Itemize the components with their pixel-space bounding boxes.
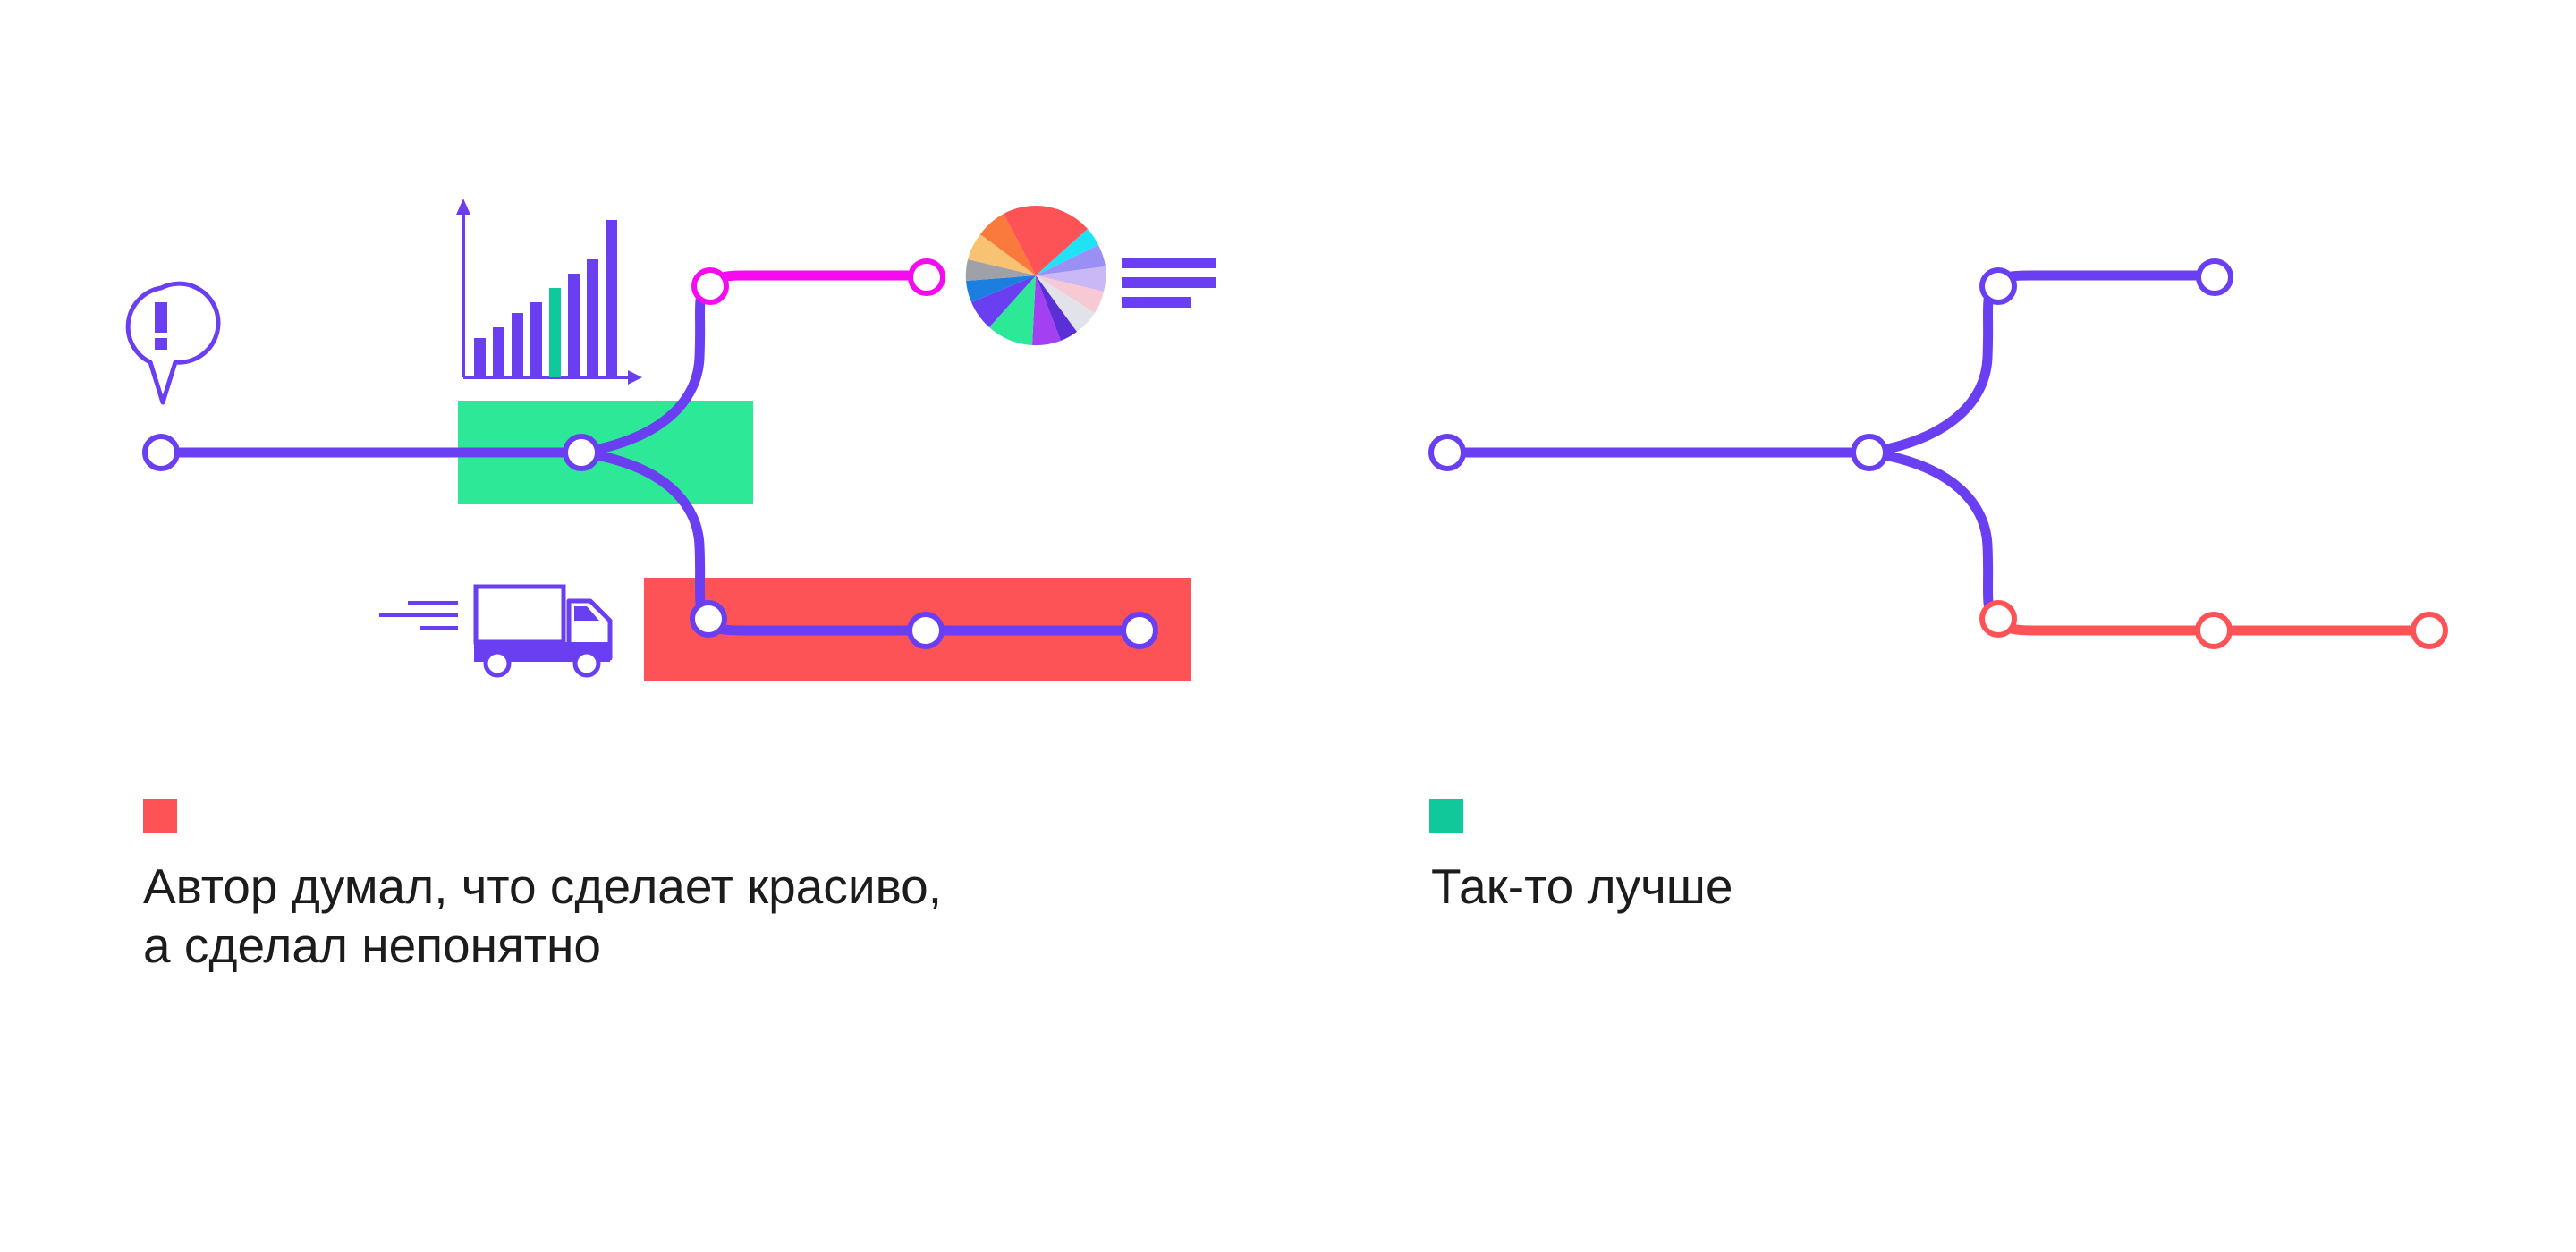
lower-branch-line bbox=[1864, 447, 1996, 622]
pie-chart-icon bbox=[965, 206, 1106, 346]
node-lower-3 bbox=[1121, 612, 1158, 649]
node-start bbox=[142, 434, 180, 471]
left-diagram bbox=[125, 199, 1216, 681]
good-example-marker bbox=[1429, 799, 1463, 833]
node-lower-1 bbox=[690, 600, 727, 638]
node-upper-1 bbox=[1979, 267, 2017, 305]
delivery-truck-icon bbox=[379, 584, 613, 678]
upper-branch-highlighted-line bbox=[706, 270, 925, 290]
text-lines-icon bbox=[1122, 258, 1216, 308]
node-lower-1 bbox=[1979, 600, 2017, 638]
node-junction bbox=[1851, 434, 1888, 471]
node-upper-2 bbox=[908, 258, 945, 296]
bad-example-marker bbox=[143, 799, 177, 833]
node-lower-2 bbox=[907, 612, 945, 649]
bar-chart-icon bbox=[456, 199, 642, 385]
warning-pin-icon bbox=[125, 281, 221, 405]
node-upper-2 bbox=[2196, 258, 2233, 296]
good-example-caption: Так-то лучше bbox=[1431, 859, 1733, 914]
node-lower-2 bbox=[2195, 612, 2233, 649]
upper-branch-line bbox=[576, 281, 708, 458]
node-start bbox=[1428, 434, 1466, 471]
upper-branch-line bbox=[1864, 270, 2218, 458]
node-junction bbox=[563, 434, 600, 471]
right-diagram bbox=[1428, 258, 2448, 649]
caption-line-1: Автор думал, что сделает красиво, bbox=[143, 859, 943, 914]
node-upper-1 bbox=[691, 267, 729, 305]
bad-example-caption: Автор думал, что сделает красиво, а сдел… bbox=[143, 857, 1127, 975]
caption-line-2: а сделал непонятно bbox=[143, 918, 601, 973]
node-lower-3 bbox=[2411, 612, 2448, 649]
